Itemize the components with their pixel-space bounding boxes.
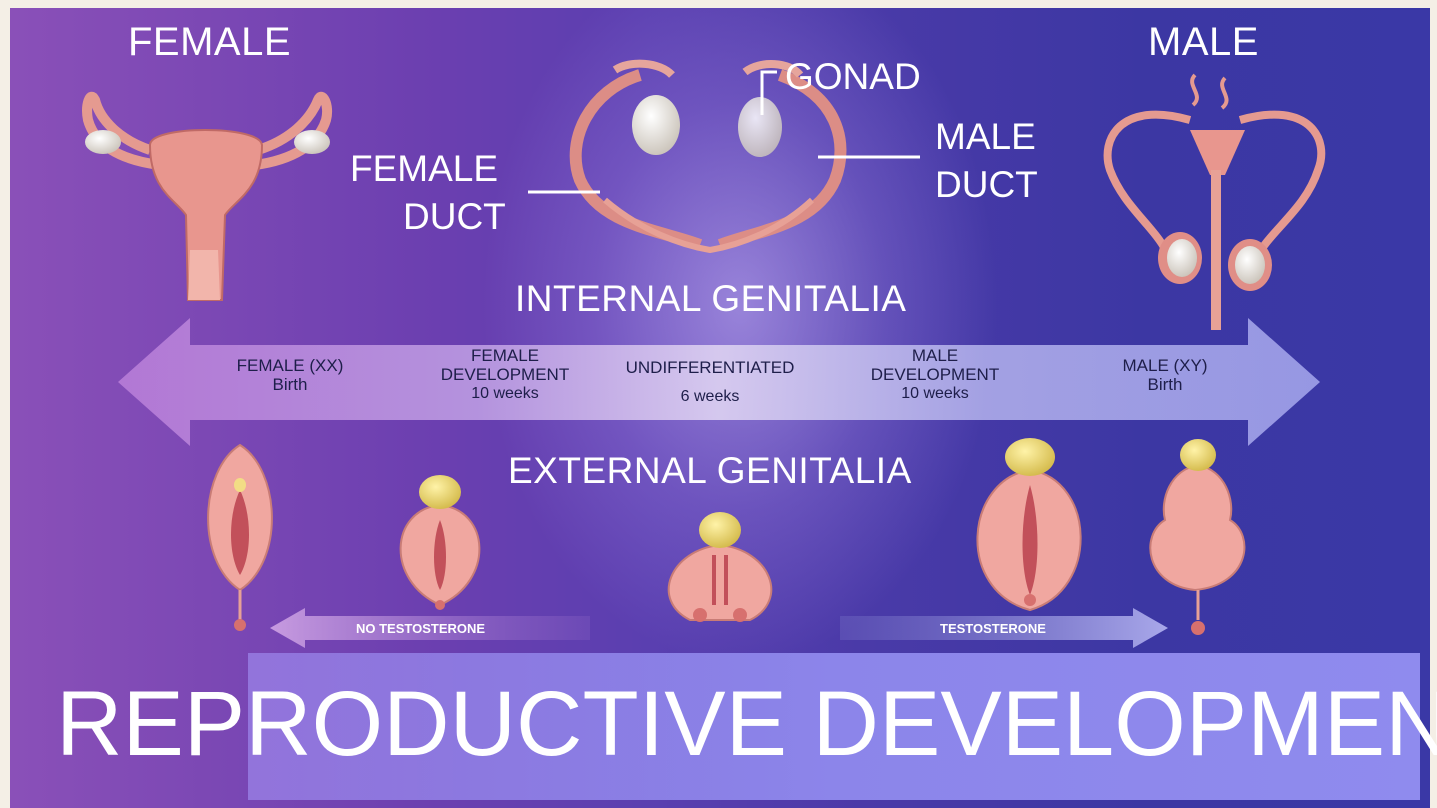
stage-line3: 10 weeks [420,384,590,403]
male-external-development-illustration [977,438,1080,610]
female-duct-label-line1: FEMALE [350,148,498,190]
gonad-label: GONAD [785,56,921,98]
stage-line2: Birth [1090,375,1240,394]
stage-male-birth: MALE (XY) Birth [1090,346,1240,394]
stage-line3: 6 weeks [610,387,810,406]
no-testosterone-label: NO TESTOSTERONE [356,621,485,636]
female-external-birth-illustration [208,445,272,631]
male-duct-label-line2: DUCT [935,164,1038,206]
male-internal-illustration [1108,75,1322,330]
undifferentiated-external-illustration [669,512,772,622]
stage-line3: 10 weeks [850,384,1020,403]
female-external-development-illustration [401,475,480,610]
stage-undifferentiated: UNDIFFERENTIATED 6 weeks [610,346,810,406]
stage-line1: UNDIFFERENTIATED [610,358,810,377]
stage-female-development: FEMALE DEVELOPMENT 10 weeks [420,346,590,403]
external-genitalia-heading: EXTERNAL GENITALIA [508,450,912,492]
stage-line2: DEVELOPMENT [420,365,590,384]
testosterone-label: TESTOSTERONE [940,621,1046,636]
uterus-illustration [85,97,330,300]
stage-female-birth: FEMALE (XX) Birth [210,346,370,394]
male-external-birth-illustration [1150,439,1244,635]
stage-male-development: MALE DEVELOPMENT 10 weeks [850,346,1020,403]
female-label: FEMALE [128,20,291,65]
female-duct-label-line2: DUCT [403,196,506,238]
stage-line1: MALE [850,346,1020,365]
stage-line1: MALE (XY) [1090,356,1240,375]
male-duct-label-line1: MALE [935,116,1036,158]
stage-line1: FEMALE (XX) [210,356,370,375]
internal-genitalia-heading: INTERNAL GENITALIA [515,278,906,320]
male-label: MALE [1148,20,1259,65]
stage-line1: FEMALE [420,346,590,365]
stage-line2: Birth [210,375,370,394]
stage-line2: DEVELOPMENT [850,365,1020,384]
page-title: REPRODUCTIVE DEVELOPMENT [56,672,1437,777]
